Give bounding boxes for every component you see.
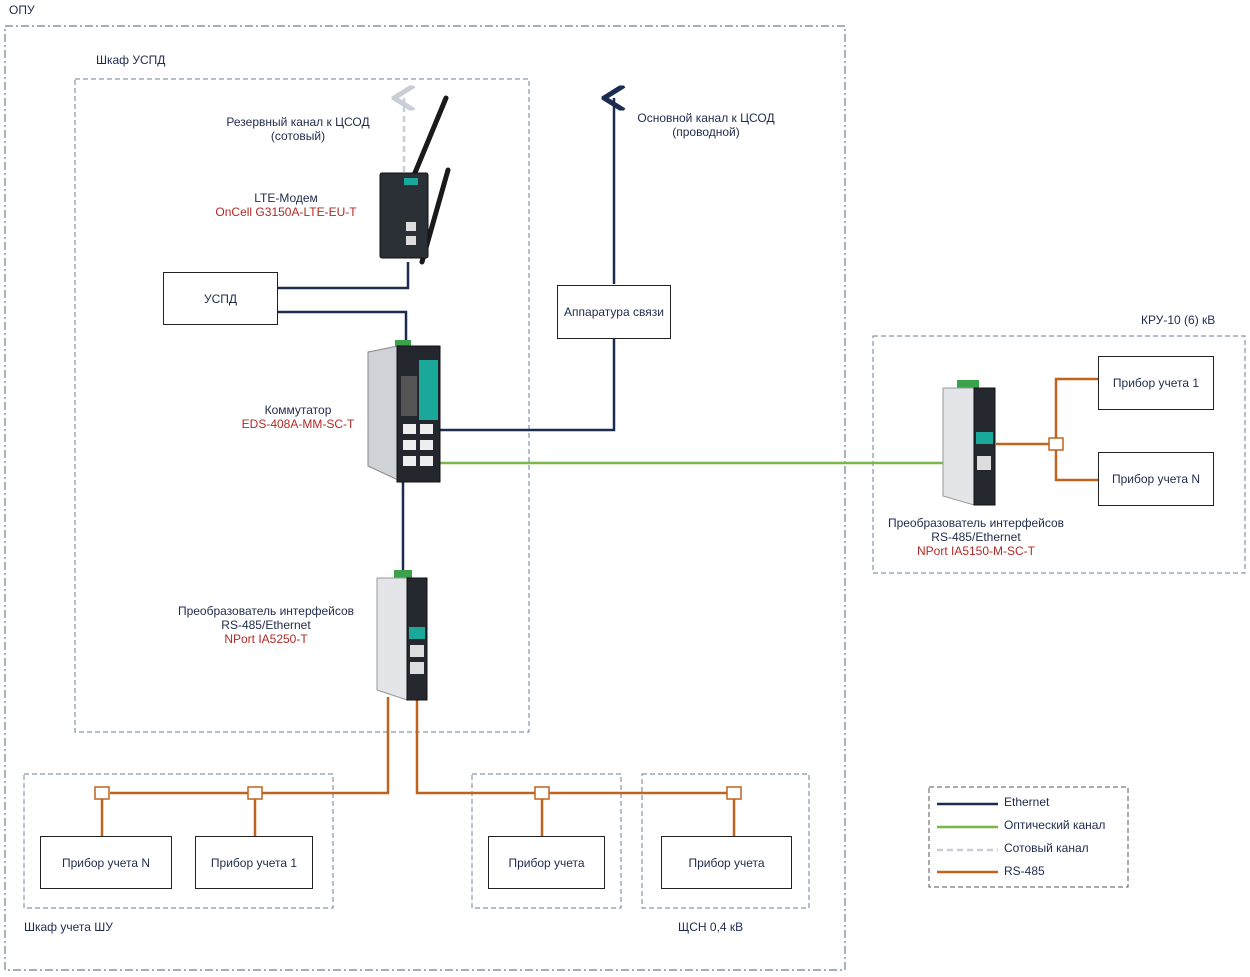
region-uspd-cabinet-label: Шкаф УСПД: [96, 53, 166, 67]
main-channel-label: Основной канал к ЦСОД (проводной): [637, 111, 775, 139]
switch-label: Коммутатор EDS-408A-MM-SC-T: [241, 403, 355, 431]
industrial-switch-device-icon: [367, 340, 441, 483]
ethernet-modem-uspd: [278, 262, 410, 290]
shu-meter-1-box: Прибор учета 1: [195, 836, 313, 889]
shu-meter-n-box: Прибор учета N: [40, 836, 172, 889]
ethernet-uspd-switch: [278, 310, 408, 346]
backup-channel-label: Резервный канал к ЦСОД (сотовый): [226, 115, 370, 143]
rs485-links: [100, 377, 1098, 836]
shsn-meter-b-box: Прибор учета: [661, 836, 792, 889]
region-kru-label: КРУ-10 (6) кВ: [1141, 313, 1216, 327]
modem-label: LTE-Модем OnCell G3150A-LTE-EU-T: [215, 191, 357, 219]
kru-meter-1-box: Прибор учета 1: [1098, 356, 1214, 410]
uspd-box: УСПД: [163, 272, 278, 325]
legend-ethernet-label: Ethernet: [1004, 795, 1050, 809]
nport-kru-label: Преобразователь интерфейсов RS-485/Ether…: [887, 516, 1065, 558]
region-uspd-cabinet: [74, 78, 530, 733]
serial-converter-device-icon: [376, 570, 428, 701]
legend-optical-label: Оптический канал: [1004, 818, 1106, 832]
lte-modem-device-icon: [379, 95, 451, 265]
ethernet-switch-comm: [440, 339, 616, 432]
legend-rs485-label: RS-485: [1004, 864, 1045, 878]
region-opu: [4, 25, 846, 971]
region-shsn-label: ЩСН 0,4 кВ: [678, 920, 744, 934]
legend-cellular-label: Сотовый канал: [1004, 841, 1089, 855]
region-shsn-b: [641, 773, 810, 909]
region-metering-cabinet-label: Шкаф учета ШУ: [24, 920, 113, 934]
region-opu-label: ОПУ: [9, 3, 35, 17]
legend-frame: [928, 786, 1129, 888]
region-shsn-a: [471, 773, 622, 909]
region-kru: [872, 335, 1246, 574]
region-metering-cabinet: [23, 773, 334, 909]
nport-local-label: Преобразователь интерфейсов RS-485/Ether…: [177, 604, 355, 646]
serial-converter-device-icon: [942, 380, 996, 506]
shsn-meter-a-box: Прибор учета: [488, 836, 605, 889]
kru-meter-n-box: Прибор учета N: [1098, 452, 1214, 506]
comm-equipment-box: Аппаратура связи: [557, 285, 671, 339]
rs485-splitter-icon: [94, 437, 1064, 800]
